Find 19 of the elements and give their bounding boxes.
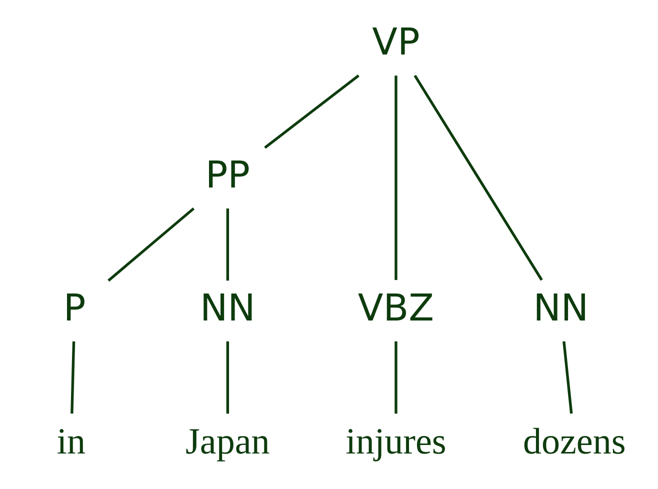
connector — [394, 341, 397, 414]
node-text: injures — [345, 421, 446, 462]
connector — [226, 208, 229, 281]
node-text: dozens — [522, 421, 626, 462]
connector — [107, 207, 194, 282]
connector — [394, 76, 397, 280]
node-text: NN — [532, 286, 588, 330]
connector — [264, 74, 359, 149]
node-text: Japan — [185, 421, 270, 462]
node-text: in — [56, 421, 86, 462]
connector — [562, 341, 572, 414]
node-text: NN — [199, 286, 255, 330]
node-text: VBZ — [357, 286, 434, 330]
node-text: VP — [372, 20, 420, 64]
node-text: PP — [204, 153, 250, 196]
connector — [413, 74, 542, 281]
connector — [226, 341, 229, 414]
connector — [70, 341, 75, 414]
node-text: P — [62, 286, 86, 330]
